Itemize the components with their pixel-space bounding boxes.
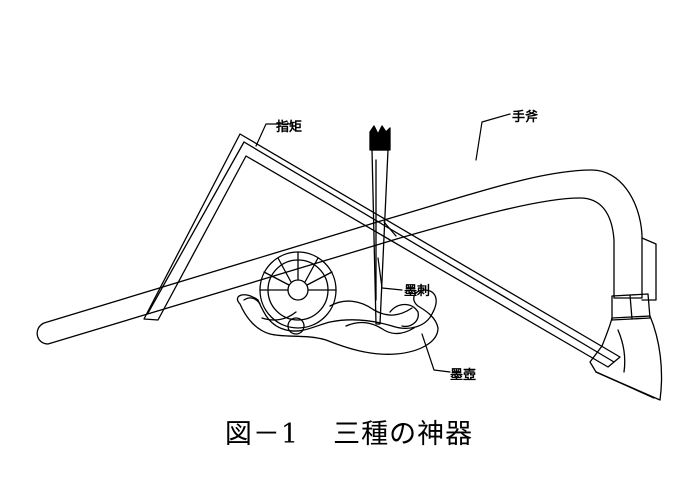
figure-caption: 図－1 三種の神器 — [0, 412, 698, 451]
square-scale-line — [243, 141, 615, 363]
adze-handle — [36, 169, 643, 345]
figure-title: 三種の神器 — [333, 419, 474, 450]
adze-wedge — [641, 237, 657, 301]
adze-collar — [611, 293, 651, 321]
square-inner-edge — [147, 141, 245, 314]
label-sumitsubo: 墨壺 — [450, 368, 477, 383]
inkpot-reel-hub — [287, 279, 309, 301]
square-body — [143, 133, 621, 368]
inkpot-drawing — [236, 251, 439, 355]
inkpot-reel-spokes — [259, 251, 337, 291]
leader-chouna — [475, 113, 511, 161]
inkpot-carving-2 — [345, 321, 415, 335]
inkpot-carving-1 — [329, 300, 413, 316]
label-sashigane: 指矩 — [276, 120, 303, 135]
adze-blade-bevel — [617, 329, 626, 373]
inkpot-ink-well — [389, 303, 419, 328]
adze-drawing — [36, 169, 663, 401]
adze-blade-edge — [595, 371, 655, 399]
marker-drawing — [369, 125, 391, 325]
inkpot-body — [236, 289, 439, 355]
figure-number: 図－1 — [224, 419, 300, 450]
leader-lines — [255, 113, 511, 373]
label-chouna: 手斧 — [512, 110, 539, 125]
label-sumisashi: 墨刺 — [404, 284, 431, 299]
inkpot-crank-boss — [287, 317, 305, 335]
inkpot-carving-3 — [261, 311, 297, 321]
marker-brush-tip — [369, 125, 391, 151]
leader-sumisashi — [377, 257, 403, 291]
square-drawing — [143, 133, 621, 368]
leader-sashigane — [255, 123, 293, 147]
adze-collar-seam — [629, 294, 633, 320]
adze-blade — [589, 315, 663, 401]
inkpot-scroll — [243, 297, 261, 305]
leader-sumitsubo — [421, 333, 451, 373]
